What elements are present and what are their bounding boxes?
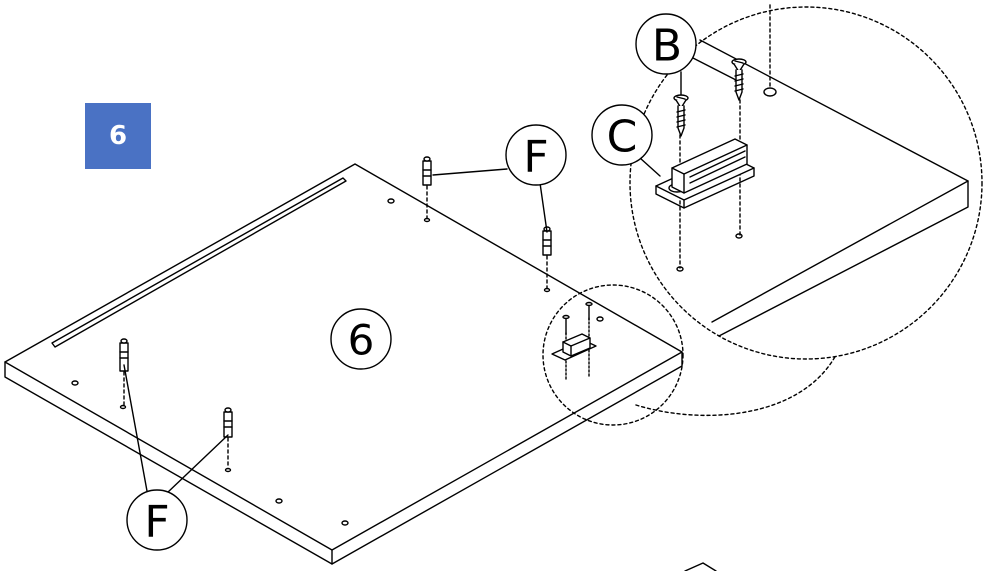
panel-6-label: 6	[348, 316, 375, 365]
screw-callout: B	[635, 13, 737, 96]
dowel-label-top: F	[523, 132, 548, 183]
magnetic-catch-icon	[655, 138, 755, 209]
step-number-badge: 6	[85, 103, 151, 169]
zoom-detail	[629, 4, 983, 360]
dowel-callout-bottom: F	[123, 364, 229, 551]
screw-icon	[731, 58, 747, 101]
catch-callout: C	[591, 104, 661, 177]
dowel-3	[119, 338, 129, 406]
dowel-label-bottom: F	[144, 497, 169, 548]
panel-6-callout: 6	[330, 308, 392, 370]
panel-6	[4, 163, 683, 565]
dowel-callout-top: F	[432, 124, 567, 233]
edge-fragment	[684, 562, 717, 571]
dowel-4	[223, 407, 233, 469]
small-catch-group	[542, 284, 684, 426]
step-number: 6	[108, 121, 128, 151]
screw-label: B	[652, 21, 682, 72]
catch-label: C	[607, 112, 638, 163]
screw-icon	[673, 94, 689, 137]
dowel-1	[422, 156, 432, 219]
